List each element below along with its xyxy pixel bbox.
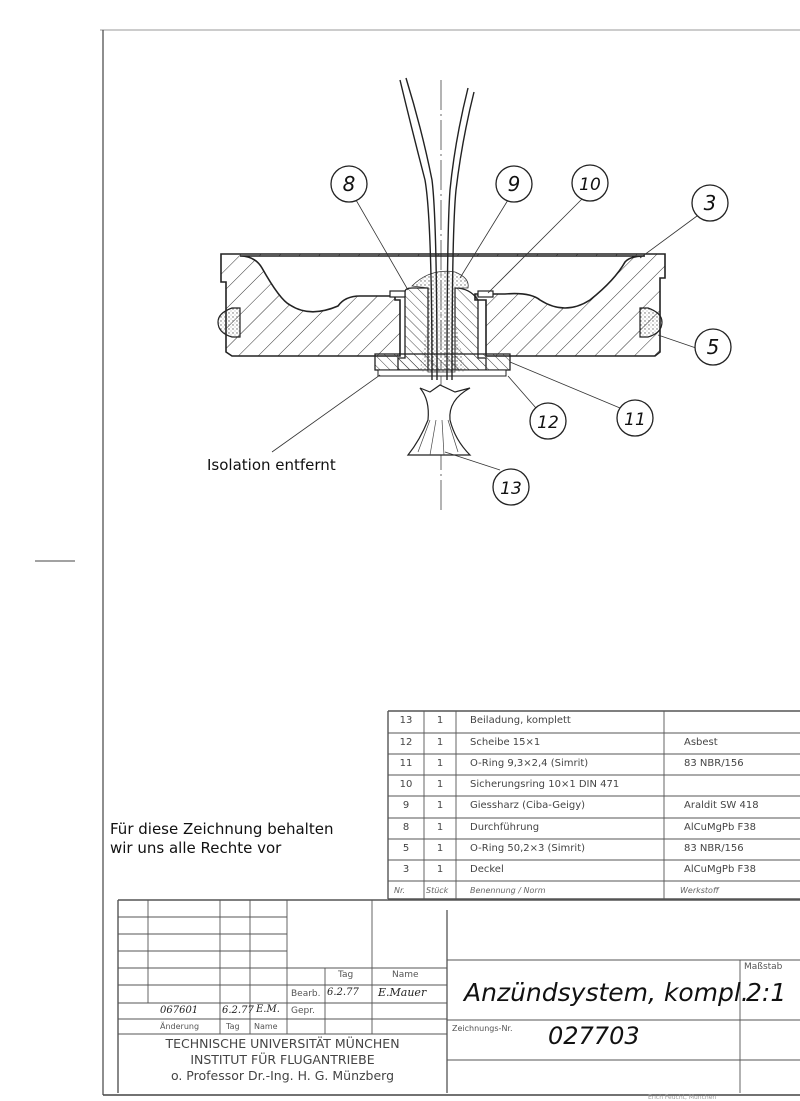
parts-name-cell: Durchführung [470,822,540,833]
balloon-label: 3 [704,191,717,215]
balloon-12 [529,402,567,440]
header-name: Benennung / Norm [470,886,546,895]
cover-section [220,253,666,357]
strand-lines [417,419,459,456]
strands-13 [406,384,472,456]
parts-material-cell: AlCuMgPb F38 [684,822,756,833]
drawing-no-label: Zeichnungs-Nr. [452,1024,513,1033]
printer-credit: Erich Feucht, München [648,1094,717,1101]
o-ring-5-left [217,307,241,338]
cable-wires [399,77,475,381]
institution-line2: INSTITUT FÜR FLUGANTRIEBE [190,1052,375,1067]
rights-note-line1: Für diese Zeichnung behalten [110,820,334,838]
parts-nr-cell: 3 [402,864,410,875]
parts-material-cell: Asbest [684,737,718,748]
parts-nr-cell: 10 [399,779,413,790]
parts-nr-cell: 8 [402,822,410,833]
gepr-label: Gepr. [291,1006,315,1016]
change-initials: E.M. [256,1004,280,1015]
change-label: Änderung [160,1022,200,1031]
parts-name-cell: O-Ring 50,2×3 (Simrit) [470,843,586,854]
header-material: Werkstoff [680,886,719,895]
parts-name-cell: Sicherungsring 10×1 DIN 471 [470,779,620,790]
scale-label: Maßstab [744,962,783,972]
balloon-8 [330,165,368,203]
parts-nr-cell: 5 [402,843,410,854]
parts-material-cell: 83 NBR/156 [684,758,744,769]
name-label: Name [392,970,419,980]
balloons [330,164,732,506]
balloon-11 [616,399,654,437]
retaining-ring-10-right [477,290,494,298]
change-date: 6.2.77 [222,1005,254,1016]
parts-qty-cell: 1 [436,800,444,811]
bearb-signature: E.Mauer [378,986,427,999]
parts-qty-cell: 1 [436,758,444,769]
change-name-label: Name [254,1022,278,1031]
parts-nr-cell: 11 [399,758,413,769]
parts-material-cell: 83 NBR/156 [684,843,744,854]
balloon-label: 13 [500,479,522,499]
drawing-number: 027703 [548,1022,640,1050]
balloon-label: 11 [624,410,646,430]
parts-nr-cell: 12 [399,737,413,748]
balloon-label: 12 [537,413,559,433]
parts-name-cell: Scheibe 15×1 [470,737,541,748]
drawing-frame [35,29,800,1096]
parts-nr-cell: 13 [399,715,413,726]
balloon-label: 8 [343,172,356,196]
balloon-label: 10 [579,175,601,195]
parts-material-cell: AlCuMgPb F38 [684,864,756,875]
institution-line1: TECHNISCHE UNIVERSITÄT MÜNCHEN [165,1036,400,1051]
parts-qty-cell: 1 [436,779,444,790]
parts-nr-cell: 9 [402,800,410,811]
parts-name-cell: Giessharz (Ciba-Geigy) [470,800,586,811]
header-nr: Nr. [394,886,406,895]
balloon-3 [691,184,729,222]
drawing-title: Anzündsystem, kompl. [464,978,749,1007]
change-tag-label: Tag [226,1022,240,1031]
parts-qty-cell: 1 [436,864,444,875]
parts-qty-cell: 1 [436,715,444,726]
parts-qty-cell: 1 [436,737,444,748]
header-qty: Stück [426,886,449,895]
title-block-grid [117,899,800,1093]
balloon-5 [694,328,732,366]
parts-qty-cell: 1 [436,843,444,854]
parts-name-cell: Deckel [470,864,504,875]
scale-value: 2:1 [746,978,787,1007]
balloon-9 [495,165,533,203]
balloon-label: 5 [707,335,720,359]
leader-lines [271,198,698,471]
balloon-label: 9 [508,172,521,196]
parts-material-cell: Araldit SW 418 [684,800,759,811]
bearb-date: 6.2.77 [327,987,359,998]
rights-note-line2: wir uns alle Rechte vor [110,839,282,857]
change-number: 067601 [160,1005,199,1016]
parts-list-grid [387,710,800,900]
balloon-10 [571,164,609,202]
institution-line3: o. Professor Dr.-Ing. H. G. Münzberg [170,1068,395,1083]
bearb-label: Bearb. [291,989,321,999]
retaining-ring-10 [389,290,406,298]
parts-name-cell: O-Ring 9,3×2,4 (Simrit) [470,758,589,769]
tag-label: Tag [338,970,354,980]
o-ring-5-right [639,307,663,338]
parts-name-cell: Beiladung, komplett [470,715,571,726]
isolation-callout: Isolation entfernt [207,456,336,474]
parts-qty-cell: 1 [436,822,444,833]
balloon-13 [492,468,530,506]
